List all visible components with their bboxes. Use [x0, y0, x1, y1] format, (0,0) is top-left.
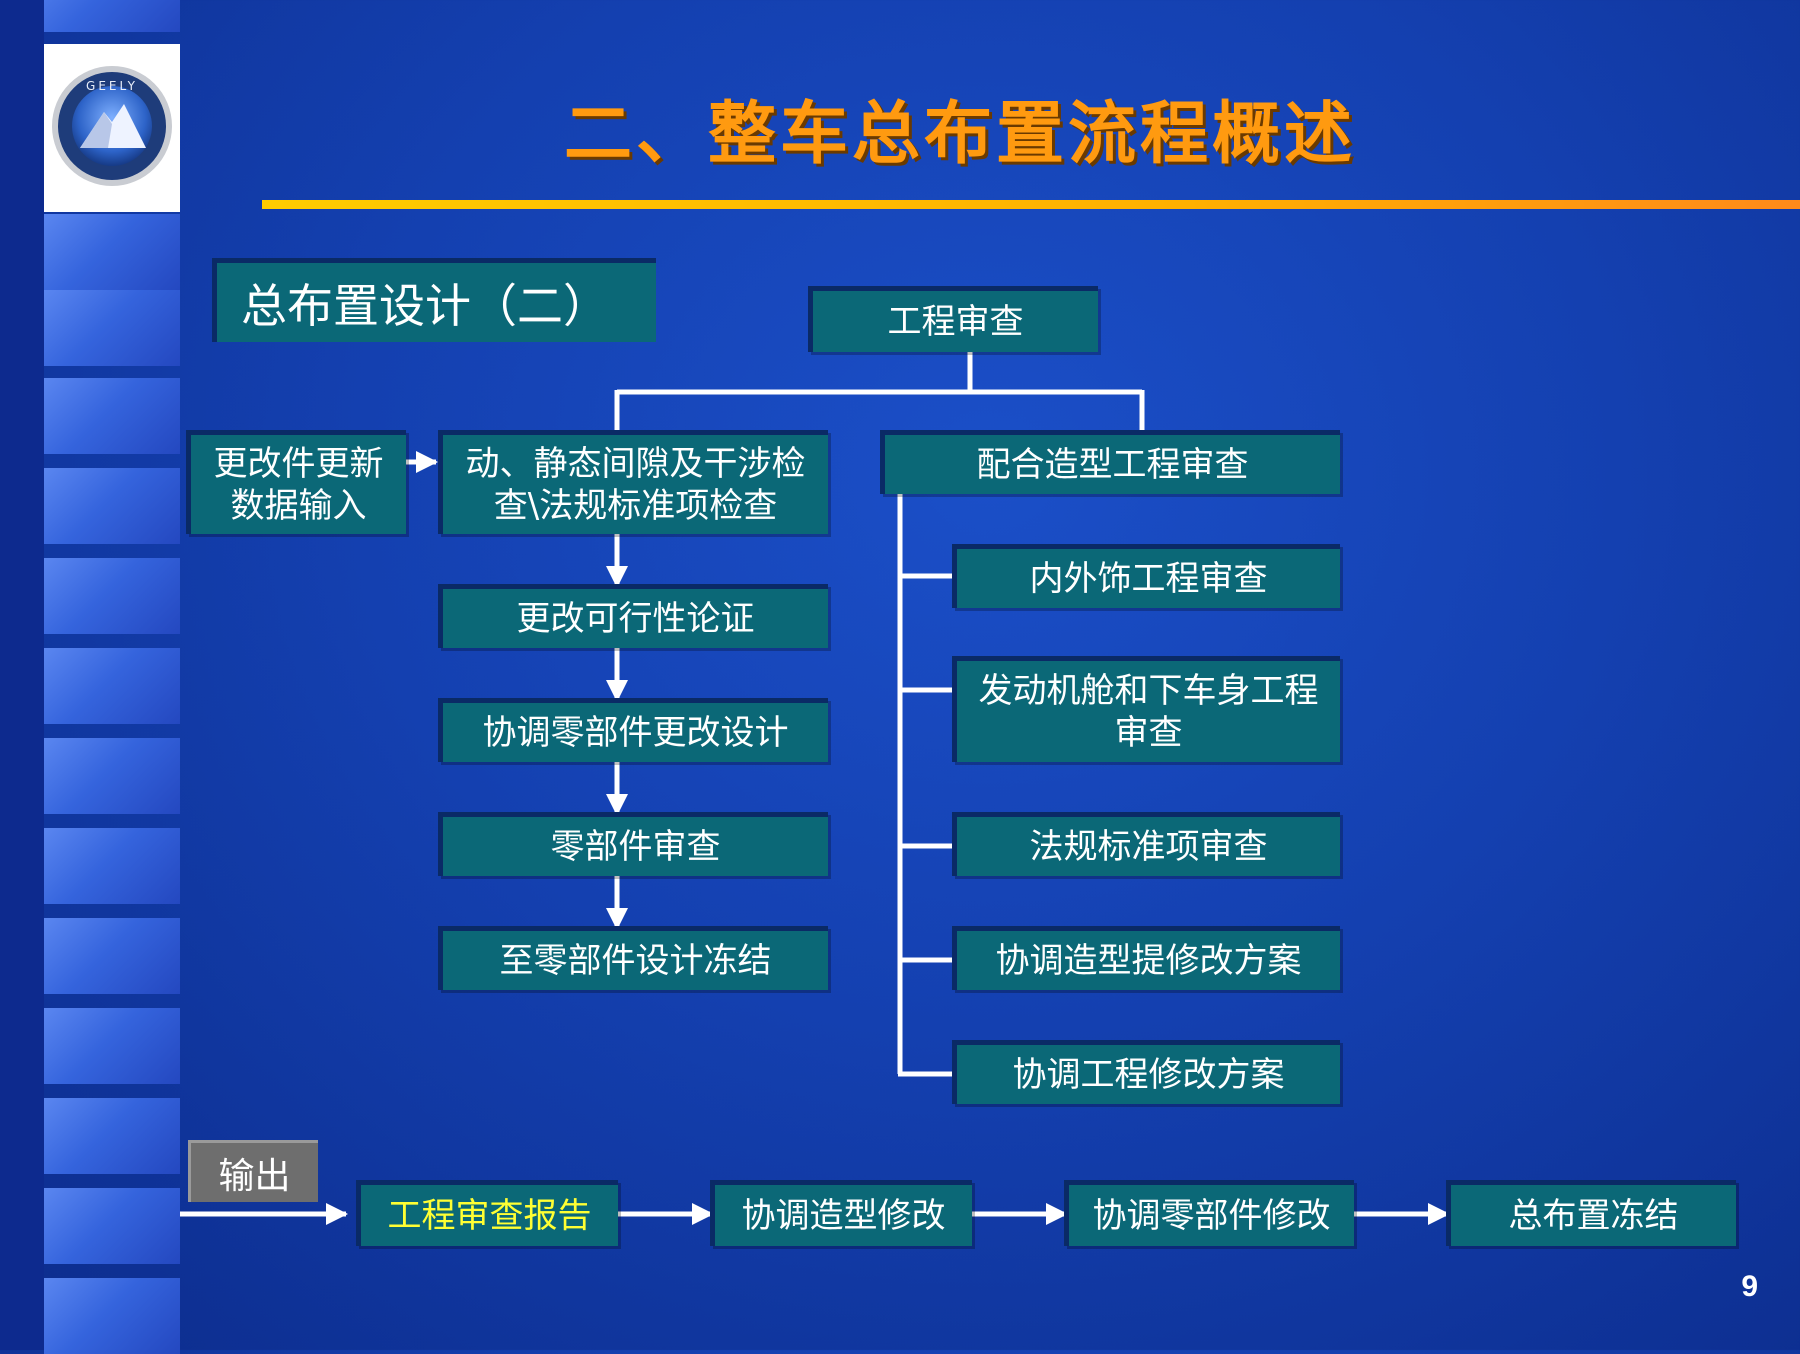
node-engineering-review: 工程审查	[808, 286, 1098, 352]
node-engine-bay-review: 发动机舱和下车身工程审查	[952, 656, 1340, 762]
sidebar-tile	[44, 214, 180, 290]
section-title: 总布置设计（二）	[212, 258, 656, 342]
output-label: 输出	[188, 1140, 318, 1202]
sidebar-tile	[44, 738, 180, 814]
sidebar-tile	[44, 1188, 180, 1264]
sidebar-tile	[44, 290, 180, 366]
sidebar-tile	[44, 1098, 180, 1174]
output-engineering-report: 工程审查报告	[356, 1180, 618, 1246]
output-styling-change: 协调造型修改	[710, 1180, 972, 1246]
node-parts-freeze: 至零部件设计冻结	[438, 926, 828, 990]
sidebar-tile	[44, 558, 180, 634]
sidebar-tile	[44, 1008, 180, 1084]
title-underline	[262, 200, 1800, 209]
page-title: 二、整车总布置流程概述	[563, 95, 1356, 174]
node-regulation-review: 法规标准项审查	[952, 812, 1340, 876]
sidebar-tile	[44, 648, 180, 724]
sidebar-tile	[44, 828, 180, 904]
output-layout-freeze: 总布置冻结	[1446, 1180, 1736, 1246]
node-engineering-change-proposal: 协调工程修改方案	[952, 1040, 1340, 1104]
sidebar-tile	[44, 0, 180, 32]
sidebar-tile	[44, 378, 180, 454]
page-number: 9	[1741, 1270, 1758, 1303]
node-clearance-check: 动、静态间隙及干涉检查\法规标准项检查	[438, 430, 828, 534]
logo-wordmark: GEELY	[86, 79, 138, 93]
sidebar-tile	[44, 468, 180, 544]
node-styling-change-proposal: 协调造型提修改方案	[952, 926, 1340, 990]
node-trim-review: 内外饰工程审查	[952, 544, 1340, 608]
node-styling-review: 配合造型工程审查	[880, 430, 1340, 494]
geely-logo: GEELY	[52, 66, 172, 186]
left-sidebar-strip	[0, 0, 44, 1350]
sidebar-tile	[44, 918, 180, 994]
node-change-data-input: 更改件更新数据输入	[186, 430, 406, 534]
node-coordinate-parts-design: 协调零部件更改设计	[438, 698, 828, 762]
left-tile-column	[44, 0, 180, 1354]
output-parts-change: 协调零部件修改	[1064, 1180, 1354, 1246]
node-parts-review: 零部件审查	[438, 812, 828, 876]
node-feasibility: 更改可行性论证	[438, 584, 828, 648]
sidebar-tile	[44, 1278, 180, 1354]
